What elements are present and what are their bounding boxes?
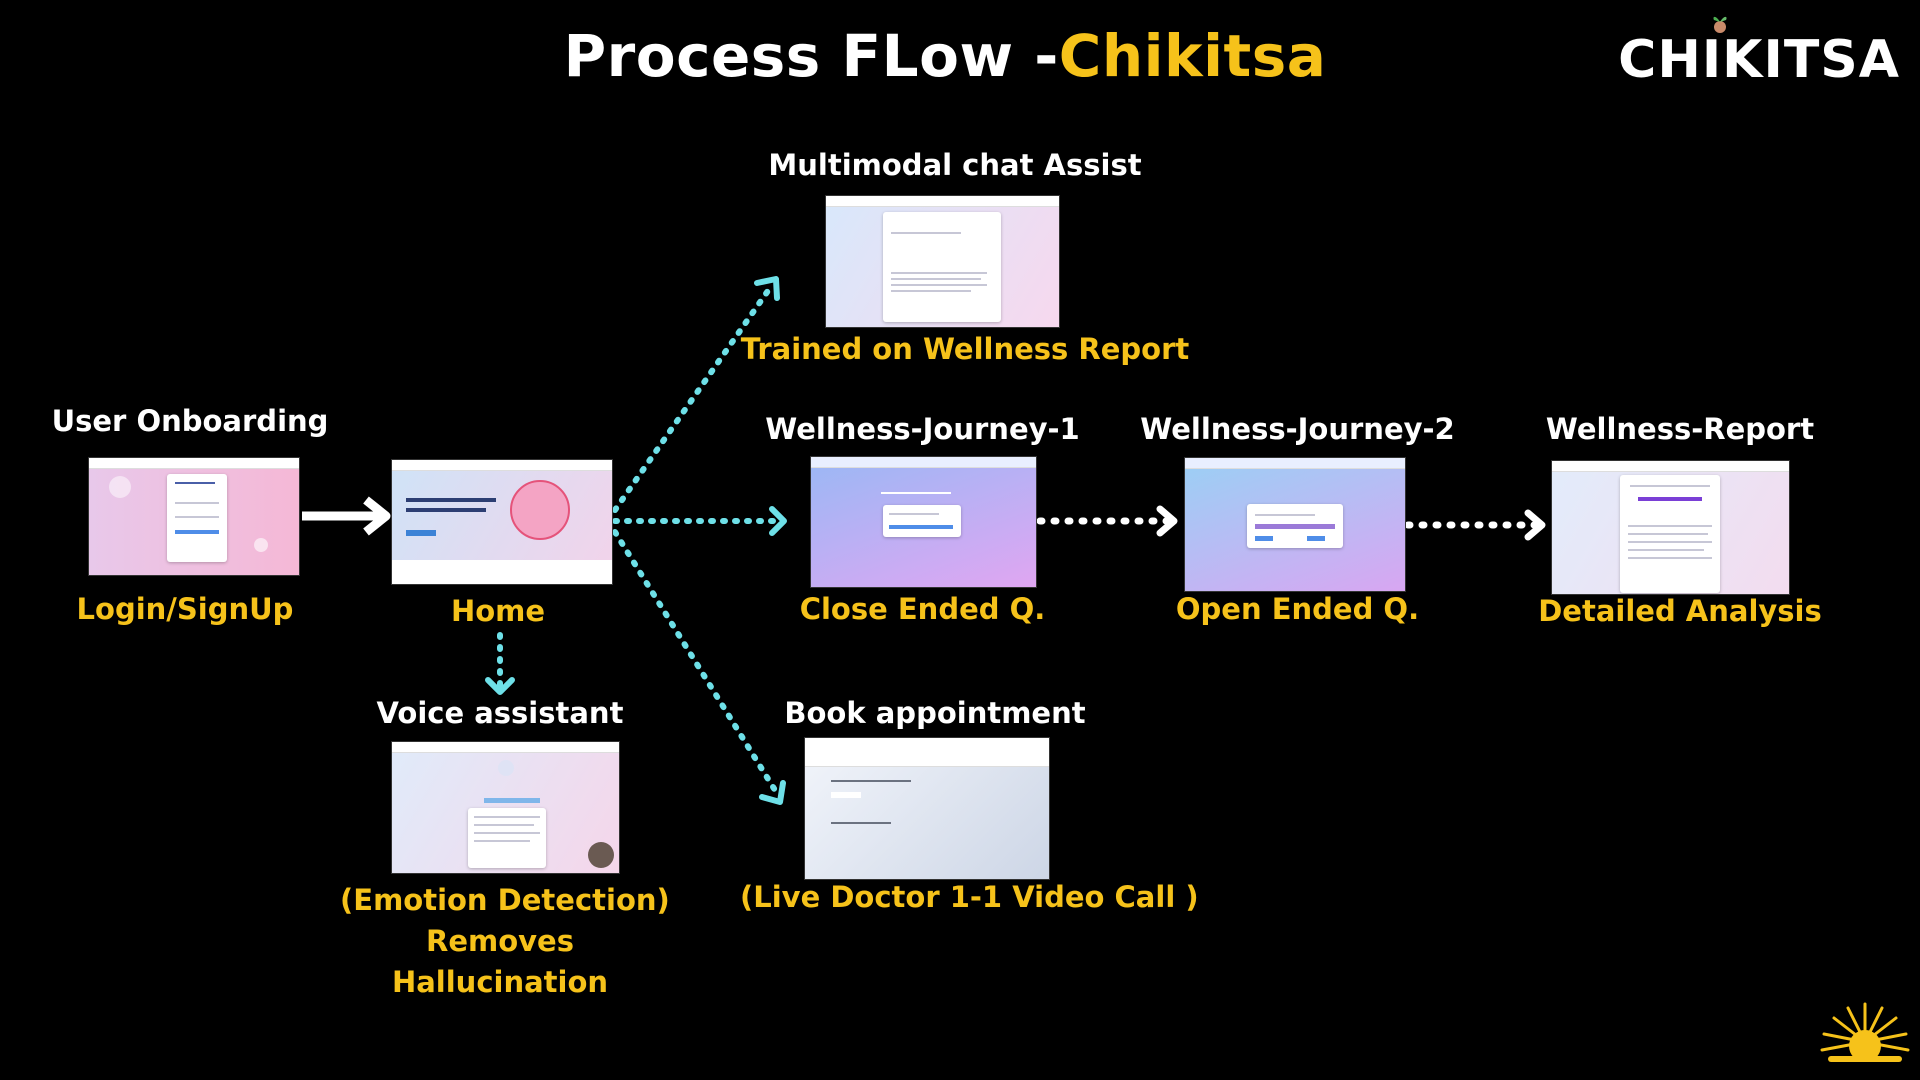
sun-logo-icon [1820, 1002, 1910, 1062]
journey2-caption: Open Ended Q. [1175, 592, 1420, 626]
booking-screenshot [804, 737, 1050, 880]
report-heading: Wellness-Report [1545, 412, 1815, 446]
dotted-arrow-journey1-journey2 [1036, 505, 1178, 537]
dotted-arrow-home-chat [612, 276, 780, 513]
brand-logo: CHIKITSA [1618, 16, 1900, 90]
voice-caption-line-3: Hallucination [391, 965, 609, 999]
voice-screenshot [391, 741, 620, 874]
avatar [588, 842, 614, 868]
solid-arrow-onboarding-home [302, 496, 391, 536]
report-caption: Detailed Analysis [1538, 594, 1822, 628]
title-accent: Chikitsa [1058, 22, 1327, 90]
journey1-heading: Wellness-Journey-1 [765, 412, 1080, 446]
chat-heading: Multimodal chat Assist [768, 148, 1142, 182]
booking-caption: (Live Doctor 1-1 Video Call ) [740, 880, 1199, 914]
dotted-arrow-home-booking [612, 529, 786, 805]
onboarding-screenshot [88, 457, 300, 576]
home-caption: Home [450, 594, 546, 628]
chat-screenshot [825, 195, 1060, 328]
page-title: Process FLow -Chikitsa [0, 22, 1890, 90]
voice-caption-line-1: (Emotion Detection) [340, 883, 670, 917]
onboarding-heading: User Onboarding [51, 404, 329, 438]
voice-caption-line-2: Removes [426, 924, 574, 958]
journey2-screenshot [1184, 457, 1406, 592]
voice-heading: Voice assistant [376, 696, 624, 730]
brand-sprout-icon [1713, 16, 1727, 33]
journey1-screenshot [810, 456, 1037, 588]
dotted-arrow-journey2-report [1404, 509, 1546, 541]
voice-caption: (Emotion Detection) Removes Hallucinatio… [340, 880, 670, 1003]
chat-caption: Trained on Wellness Report [740, 332, 1190, 366]
journey2-heading: Wellness-Journey-2 [1140, 412, 1455, 446]
onboarding-caption: Login/SignUp [76, 592, 294, 626]
report-screenshot [1551, 460, 1790, 595]
home-screenshot [391, 459, 613, 585]
journey1-caption: Close Ended Q. [799, 592, 1046, 626]
booking-heading: Book appointment [784, 696, 1086, 730]
dotted-arrow-home-journey1 [612, 506, 787, 536]
dotted-arrow-home-voice [485, 632, 515, 695]
title-prefix: Process FLow - [563, 22, 1059, 90]
brand-name: CHIKITSA [1618, 30, 1900, 90]
